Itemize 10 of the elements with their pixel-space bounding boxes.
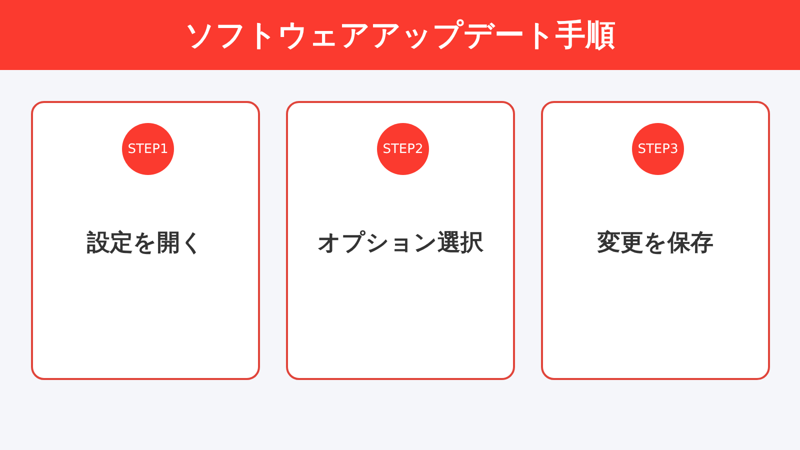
step-title: 設定を開く	[86, 229, 205, 258]
step-marker: STEP1	[122, 123, 174, 175]
step-marker: STEP2	[377, 123, 429, 175]
title-banner: ソフトウェアアップデート手順	[0, 0, 800, 70]
step-marker: STEP3	[632, 123, 684, 175]
step-title: 変更を保存	[596, 229, 714, 258]
step-card	[31, 101, 260, 380]
step-card	[541, 101, 770, 380]
step-card	[286, 101, 515, 380]
step-title: オプション選択	[316, 229, 484, 258]
